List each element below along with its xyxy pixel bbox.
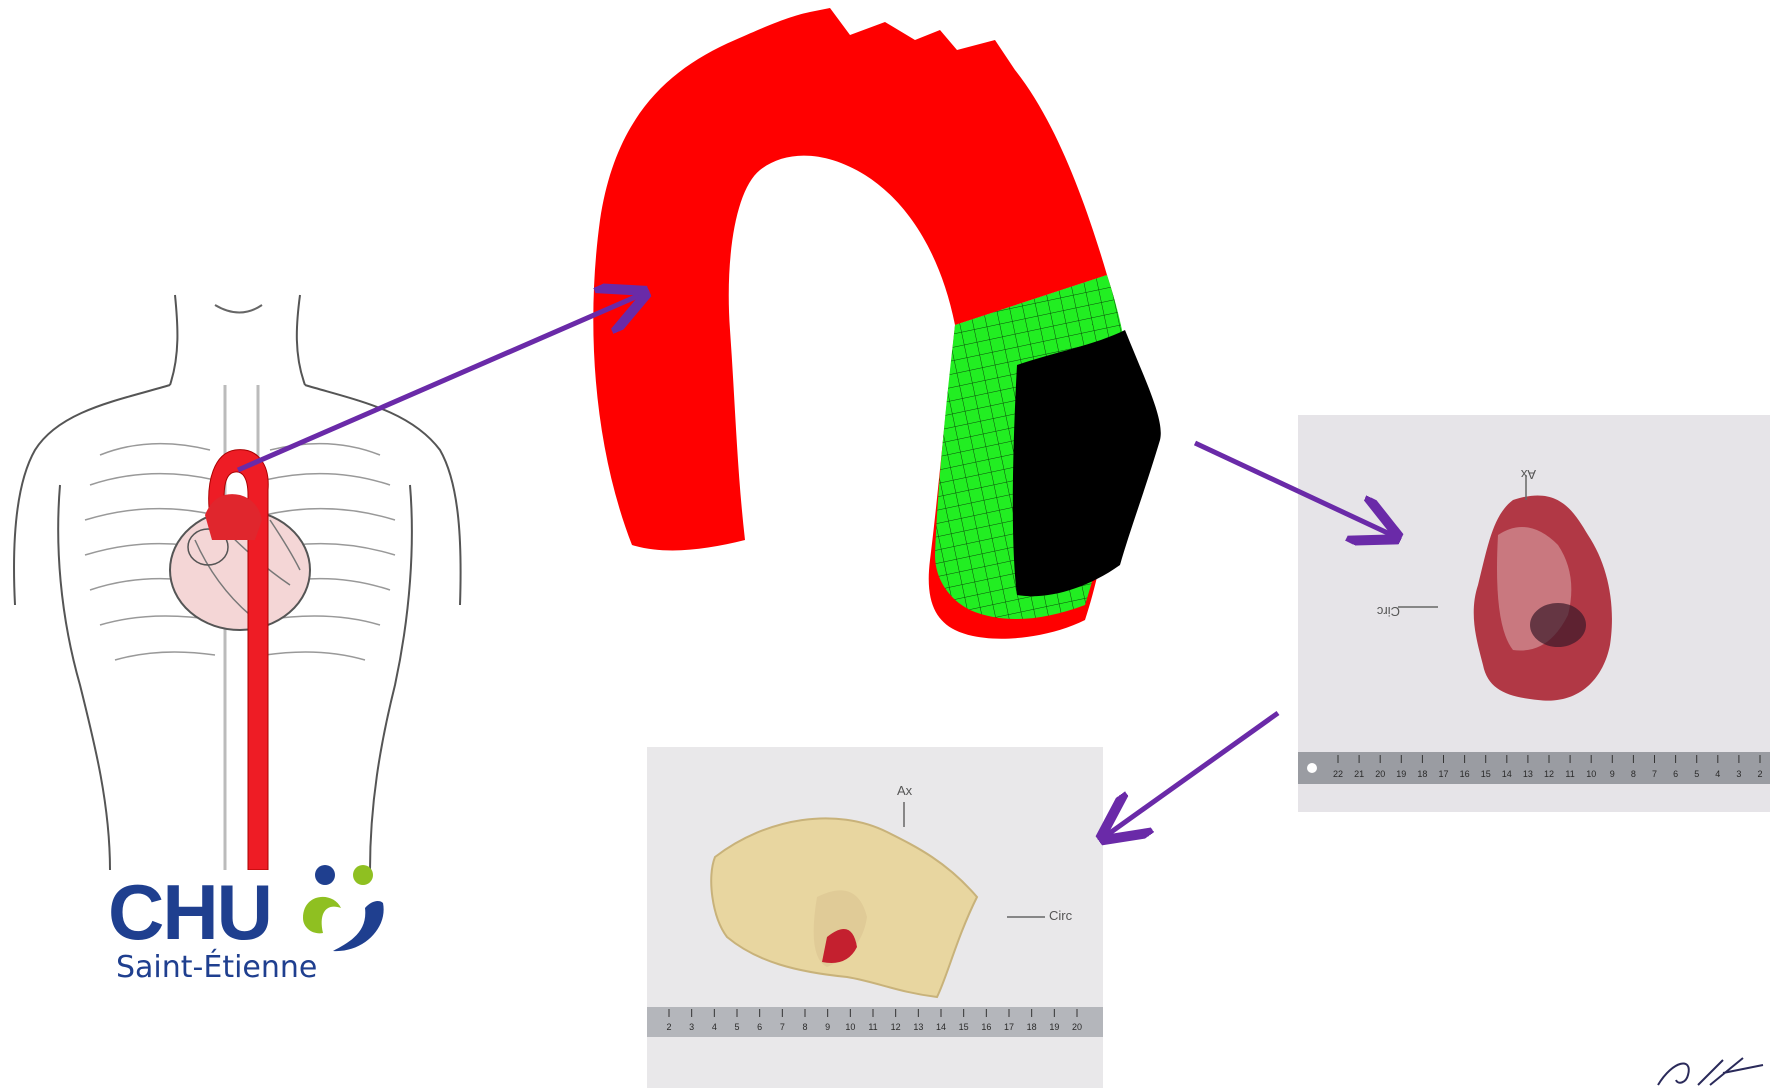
ruler-tick-label: 6 (757, 1022, 762, 1032)
ruler-tick-label: 20 (1072, 1022, 1082, 1032)
ruler-tick-label: 7 (1652, 769, 1657, 779)
ruler-cleaned: 2 3 4 5 6 7 8 9 10 11 12 13 14 15 16 17 18 19 20 (647, 1007, 1103, 1037)
ruler-tick-label: 11 (1565, 769, 1574, 779)
ruler-tick-label: 15 (959, 1022, 969, 1032)
ruler-tick-label: 6 (1673, 769, 1678, 779)
ruler-tick-label: 8 (1631, 769, 1636, 779)
ruler-tick-label: 14 (936, 1022, 946, 1032)
logo-city: Saint-Étienne (116, 953, 317, 983)
ruler-tick-label: 4 (1715, 769, 1720, 779)
ruler-tick-label: 3 (689, 1022, 694, 1032)
ruler-tick-label: 10 (845, 1022, 855, 1032)
ruler-tick-label: 3 (1736, 769, 1741, 779)
cleaned-axis-label-circ: Circ (1049, 908, 1073, 923)
ruler-tick-label: 15 (1481, 769, 1491, 779)
ruler-tick-label: 13 (913, 1022, 923, 1032)
ruler-tick-label: 10 (1586, 769, 1596, 779)
ruler-tick-label: 20 (1375, 769, 1385, 779)
ruler-tick-label: 19 (1049, 1022, 1059, 1032)
ruler-tick-label: 18 (1027, 1022, 1037, 1032)
ruler-tick-label: 13 (1523, 769, 1533, 779)
ruler-tick-label: 19 (1396, 769, 1406, 779)
cleaned-sample-photo: Ax Circ 2 3 4 5 6 7 8 9 10 11 12 13 14 15 16 17 18 19 20 (647, 747, 1103, 1088)
ruler-tick-label: 5 (1694, 769, 1699, 779)
ruler-tick-label: 9 (825, 1022, 830, 1032)
ruler-tick-label: 2 (1757, 769, 1762, 779)
ruler-tick-label: 22 (1333, 769, 1343, 779)
ruler-tick-label: 9 (1610, 769, 1615, 779)
ruler-tick-label: 17 (1004, 1022, 1014, 1032)
ruler-tick-label: 21 (1354, 769, 1364, 779)
ruler-tick-label: 16 (981, 1022, 991, 1032)
logo-name: CHU (108, 873, 271, 951)
ruler-tick-label: 12 (891, 1022, 901, 1032)
raw-sample-photo: Ax Circ 22 21 20 19 18 17 16 15 14 13 12 11 10 9 8 7 6 5 4… (1298, 415, 1770, 812)
raw-axis-label-ax: Ax (1520, 467, 1536, 482)
logo-figures-icon (293, 863, 393, 958)
neck-outline (170, 295, 305, 385)
ruler-tick-label: 8 (802, 1022, 807, 1032)
ruler-tick-label: 7 (780, 1022, 785, 1032)
ruler-tick-label: 12 (1544, 769, 1554, 779)
ruler-tick-label: 5 (734, 1022, 739, 1032)
chu-logo: CHU Saint-Étienne (108, 873, 388, 1013)
ruler-tick-label: 2 (666, 1022, 671, 1032)
ruler-tick-label: 16 (1460, 769, 1470, 779)
aorta-model (585, 0, 1245, 650)
ruler-tick-label: 11 (868, 1022, 877, 1032)
raw-axis-label-circ: Circ (1376, 604, 1400, 619)
anatomy-illustration (0, 285, 470, 870)
selected-tissue-region (1013, 330, 1161, 596)
cleaned-axis-label-ax: Ax (897, 783, 913, 798)
signature-mark (1648, 1055, 1770, 1088)
jaw-outline (215, 305, 262, 313)
ruler-tick-label: 17 (1438, 769, 1448, 779)
ruler-tick-label: 14 (1502, 769, 1512, 779)
ruler-raw: 22 21 20 19 18 17 16 15 14 13 12 11 10 9 8 7 6 5 4 3 2 (1298, 752, 1770, 784)
ruler-tick-label: 18 (1417, 769, 1427, 779)
ruler-tick-label: 4 (712, 1022, 717, 1032)
arrow-raw-to-cleaned-photo (1107, 713, 1278, 835)
